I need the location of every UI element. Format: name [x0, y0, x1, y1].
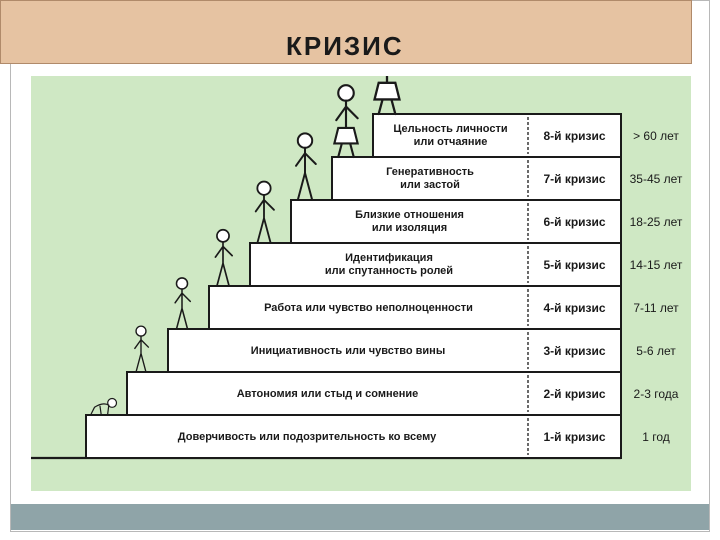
step-block [167, 328, 622, 373]
crisis-label: 2-й кризис [543, 387, 605, 401]
young-adult-figure-icon [295, 132, 317, 201]
stage-name: Доверчивость или подозрительность ко все… [178, 431, 437, 443]
age-label: 7-11 лет [633, 301, 679, 315]
toddler-figure-icon [134, 325, 150, 373]
crisis-label: 4-й кризис [543, 301, 605, 315]
stage-name: Идентификация [345, 252, 433, 264]
stage-name: Генеративность [386, 166, 474, 178]
teen-figure-icon [254, 180, 275, 244]
age-label: 5-6 лет [636, 344, 676, 358]
bottom-bar [11, 504, 709, 530]
age-label: 35-45 лет [630, 172, 683, 186]
age-label: 14-15 лет [630, 258, 683, 272]
crisis-label: 1-й кризис [543, 430, 605, 444]
stage-name: Работа или чувство неполноценности [264, 302, 473, 314]
crisis-label: 3-й кризис [543, 344, 605, 358]
stage-alternative: или спутанность ролей [325, 265, 453, 277]
page-title: КРИЗИС [286, 31, 404, 61]
step-1: Доверчивость или подозрительность ко все… [85, 414, 670, 459]
crisis-label: 6-й кризис [543, 215, 605, 229]
child-figure-icon [174, 277, 192, 330]
crisis-label: 5-й кризис [543, 258, 605, 272]
step-block [290, 199, 622, 244]
age-label: 18-25 лет [630, 215, 683, 229]
title-bar: КРИЗИС [0, 0, 692, 64]
staircase-diagram: Доверчивость или подозрительность ко все… [31, 35, 683, 460]
step-block [372, 113, 622, 158]
crisis-label: 8-й кризис [543, 129, 605, 143]
stage-alternative: или отчаяние [414, 136, 488, 148]
step-block [126, 371, 622, 416]
baby-figure-icon [90, 397, 118, 415]
step-4: Работа или чувство неполноценности 4-й кр… [208, 285, 679, 330]
step-2: Автономия или стыд и сомнение 2-й кризис 2… [126, 371, 679, 416]
step-3: Инициативность или чувство вины 3-й кризи… [167, 328, 676, 373]
age-label: 1 год [642, 430, 670, 444]
age-label: 2-3 года [634, 387, 679, 401]
stage-name: Автономия или стыд и сомнение [237, 388, 419, 400]
elder-figure-icon [373, 35, 401, 116]
crisis-label: 7-й кризис [543, 172, 605, 186]
step-block [249, 242, 622, 287]
step-block [331, 156, 622, 201]
stage-alternative: или застой [400, 179, 460, 191]
diagram-panel: Доверчивость или подозрительность ко все… [31, 35, 691, 491]
schoolchild-figure-icon [214, 228, 233, 287]
stage-name: Близкие отношения [355, 209, 464, 221]
stage-name: Инициативность или чувство вины [251, 345, 445, 357]
stage-alternative: или изоляция [372, 222, 447, 234]
step-block [85, 414, 622, 459]
stage-name: Цельность личности [393, 123, 507, 135]
adult-figure-icon [332, 84, 360, 159]
age-label: > 60 лет [633, 129, 679, 143]
